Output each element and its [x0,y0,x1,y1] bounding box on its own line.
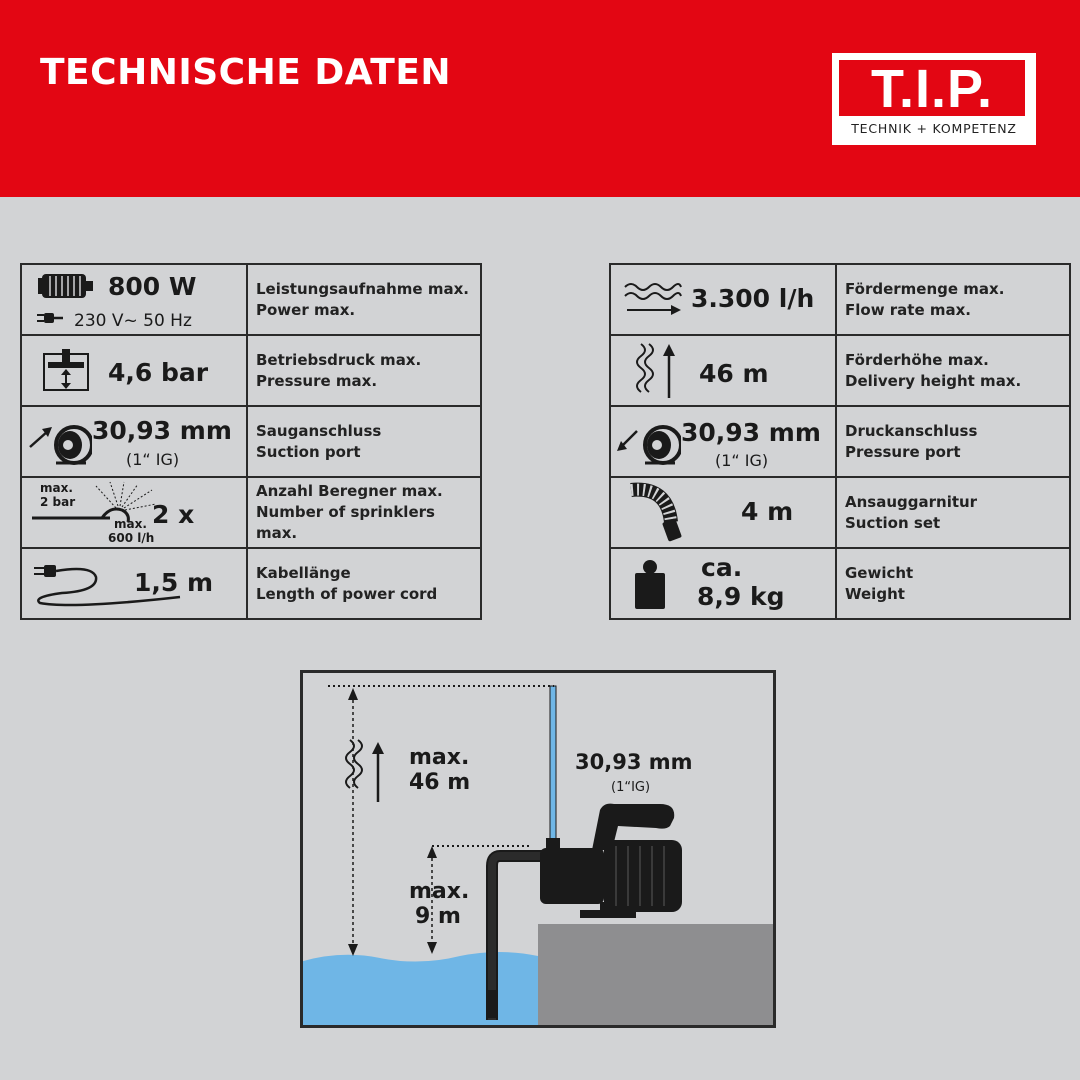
spec-table-right: 3.300 l/h Fördermenge max. Flow rate max… [609,263,1071,620]
logo-text: T.I.P. [839,60,1025,118]
ground-block [538,924,773,1025]
max-suction-label-1: max. [409,879,470,904]
suction-port-thread: (1“ IG) [126,450,180,469]
spec-row-pressure-port: 30,93 mm (1“ IG) Druckanschluss Pressure… [609,405,1071,478]
delivery-height-label-de: Förderhöhe max. [845,350,989,369]
flow-rate-value: 3.300 l/h [691,284,815,313]
spec-row-cord: 1,5 m Kabellänge Length of power cord [20,547,482,620]
power-value: 800 W [108,272,197,301]
port-thread-label: (1“IG) [611,780,651,795]
spec-row-sprinklers: max. 2 bar max. 600 l/h 2 x Anzahl Bereg… [20,476,482,549]
water-surface [303,952,538,1025]
cord-label-en: Length of power cord [256,584,438,603]
sprinkler-pressure-label-2: 2 bar [40,495,75,509]
flow-rate-label-de: Fördermenge max. [845,279,1005,298]
spec-row-suction-port: 30,93 mm (1“ IG) Sauganschluss Suction p… [20,405,482,478]
pressure-value: 4,6 bar [108,358,209,387]
spec-row-delivery-height: 46 m Förderhöhe max. Delivery height max… [609,334,1071,407]
weight-icon [635,560,665,609]
logo-tagline: TECHNIK + KOMPETENZ [851,121,1017,136]
power-label-de: Leistungsaufnahme max. [256,279,469,298]
motor-icon [38,274,93,298]
plug-icon [37,313,63,323]
pressure-label-de: Betriebsdruck max. [256,350,422,369]
pressure-label-en: Pressure max. [256,371,378,390]
pump-illustration [540,803,682,918]
delivery-height-label-en: Delivery height max. [845,371,1022,390]
power-cord-icon [34,565,181,607]
diagram-drawing [303,685,773,1025]
sprinkler-pressure-label-1: max. [40,481,73,495]
sprinklers-value: 2 x [152,500,195,529]
brand-logo: T.I.P. TECHNIK + KOMPETENZ [832,53,1036,145]
spec-row-flow-rate: 3.300 l/h Fördermenge max. Flow rate max… [609,263,1071,336]
max-suction-label-2: 9 m [415,904,461,929]
suction-port-label-en: Suction port [256,442,361,461]
sprinkler-icon: max. 2 bar max. 600 l/h [32,481,157,545]
sprinkler-flow-label-1: max. [114,517,147,531]
spec-row-power: 800 W 230 V~ 50 Hz Leistungsaufnahme max… [20,263,482,336]
installation-diagram: max. 46 m max. 9 m 30,93 mm (1“IG) [300,670,776,1028]
pressure-port-thread: (1“ IG) [715,451,769,470]
max-height-label-1: max. [409,745,470,770]
suction-set-label-en: Suction set [845,513,941,532]
delivery-height-icon [636,343,675,398]
port-size-label: 30,93 mm [575,750,693,774]
weight-label-en: Weight [845,584,905,603]
spec-row-suction-set: 4 m Ansauggarnitur Suction set [609,476,1071,549]
pressure-port-value: 30,93 mm [681,418,821,447]
voltage-value: 230 V~ 50 Hz [74,311,192,331]
power-label-en: Power max. [256,300,356,319]
max-height-label-2: 46 m [409,770,471,795]
weight-label-de: Gewicht [845,563,914,582]
pressure-gauge-icon [43,349,89,391]
sprinkler-flow-label-2: 600 l/h [108,531,154,545]
suction-hose-icon [630,482,682,542]
sprinklers-label-de: Anzahl Beregner max. [256,482,443,500]
suction-set-label-de: Ansauggarnitur [845,492,978,511]
spec-row-pressure: 4,6 bar Betriebsdruck max. Pressure max. [20,334,482,407]
suction-port-value: 30,93 mm [92,416,232,445]
pressure-port-label-en: Pressure port [845,442,961,461]
cord-value: 1,5 m [134,568,214,597]
pressure-port-icon [617,425,681,465]
pressure-port-label-de: Druckanschluss [845,421,978,440]
flow-rate-label-en: Flow rate max. [845,300,971,319]
suction-set-value: 4 m [741,497,794,526]
page-title: TECHNISCHE DATEN [40,52,452,93]
spec-table-left: 800 W 230 V~ 50 Hz Leistungsaufnahme max… [20,263,482,620]
cord-label-de: Kabellänge [256,563,351,582]
sprinklers-label-en: Number of sprinklers max. [256,503,435,542]
weight-value: 8,9 kg [697,582,785,611]
suction-port-label-de: Sauganschluss [256,421,382,440]
delivery-height-value: 46 m [699,359,769,388]
flow-rate-icon [624,283,682,315]
suction-port-icon [29,425,92,465]
weight-prefix: ca. [701,553,743,582]
spec-row-weight: ca. 8,9 kg Gewicht Weight [609,547,1071,620]
outlet-pipe [549,685,557,857]
